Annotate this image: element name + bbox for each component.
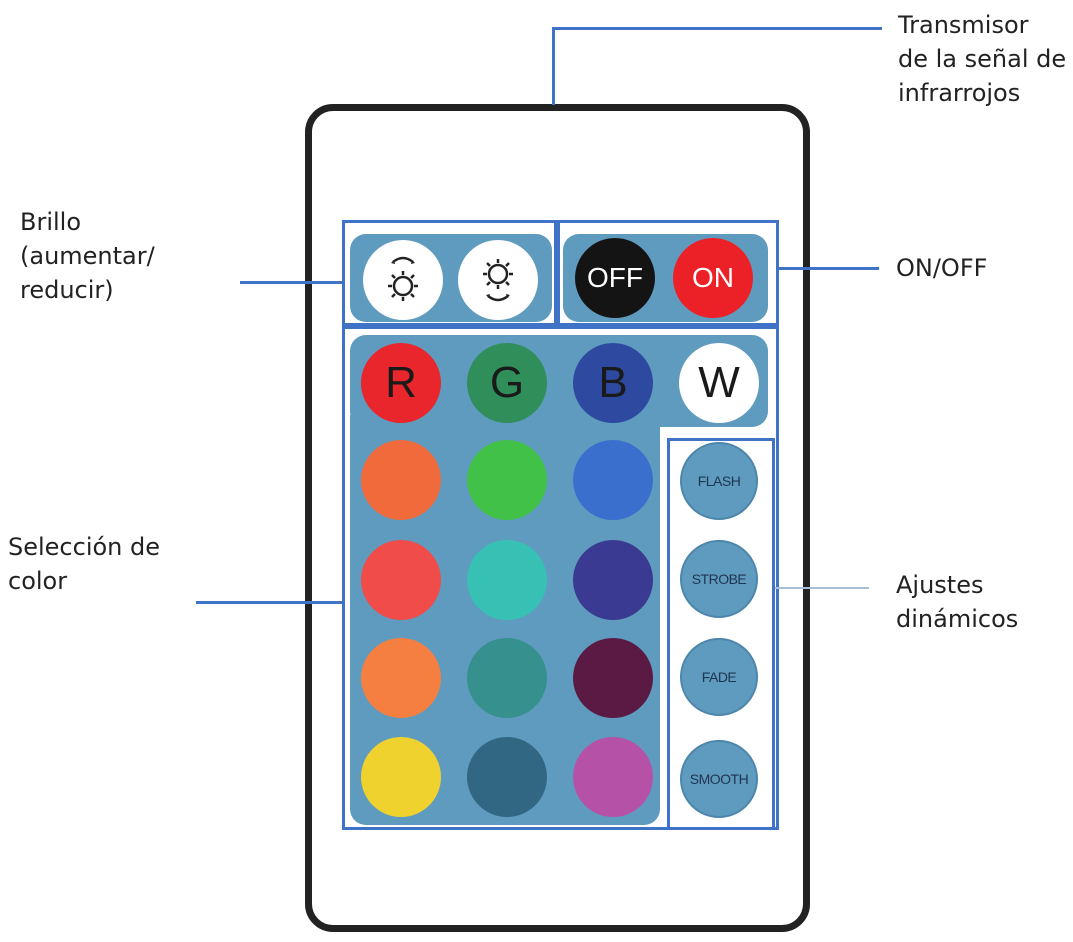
green-button-label: G xyxy=(489,358,525,407)
on-button[interactable]: ON xyxy=(673,238,753,318)
power-outline xyxy=(557,220,779,326)
ir-transmitter-line-3: infrarrojos xyxy=(898,79,1021,107)
color-button-r4c2[interactable] xyxy=(467,737,547,817)
color-selection-callout: Selección de color xyxy=(8,530,160,598)
color-button-r4c3[interactable] xyxy=(573,737,653,817)
off-button[interactable]: OFF xyxy=(575,238,655,318)
brightness-line-2: (aumentar/ xyxy=(20,242,155,270)
flash-button-label: FLASH xyxy=(697,473,741,489)
ir-transmitter-line-1: Transmisor xyxy=(898,11,1029,39)
off-button-label: OFF xyxy=(587,262,643,293)
on-button-label: ON xyxy=(692,262,734,293)
color-button-r2c3[interactable] xyxy=(573,540,653,620)
dynamic-settings-leader xyxy=(775,587,869,589)
brightness-outline xyxy=(342,220,557,326)
fade-button[interactable]: FADE xyxy=(680,638,758,716)
color-button-r3c3[interactable] xyxy=(573,638,653,718)
brightness-down-button[interactable] xyxy=(458,240,538,320)
dynamic-settings-line-1: Ajustes xyxy=(896,571,984,599)
red-button-label: R xyxy=(385,358,417,407)
smooth-button-label: SMOOTH xyxy=(689,771,749,787)
strobe-button[interactable]: STROBE xyxy=(680,540,758,618)
color-selection-leader xyxy=(196,601,342,604)
dynamic-settings-callout: Ajustes dinámicos xyxy=(896,568,1018,636)
white-button-label: W xyxy=(698,358,740,407)
red-button[interactable]: R xyxy=(361,343,441,423)
brightness-up-icon xyxy=(388,256,418,301)
fade-button-label: FADE xyxy=(701,669,737,685)
brightness-leader xyxy=(240,281,342,284)
color-button-r3c2[interactable] xyxy=(467,638,547,718)
power-callout: ON/OFF xyxy=(896,251,987,285)
ir-leader-vertical xyxy=(552,27,555,105)
brightness-down-icon xyxy=(483,259,513,302)
brightness-line-3: reducir) xyxy=(20,276,114,304)
color-selection-line-2: color xyxy=(8,567,68,595)
color-button-r1c3[interactable] xyxy=(573,440,653,520)
brightness-line-1: Brillo xyxy=(20,208,82,236)
color-button-r3c1[interactable] xyxy=(361,638,441,718)
ir-leader-horizontal xyxy=(552,27,882,30)
ir-transmitter-line-2: de la señal de xyxy=(898,45,1067,73)
color-button-r1c1[interactable] xyxy=(361,440,441,520)
power-line-1: ON/OFF xyxy=(896,254,988,282)
ir-transmitter-callout: Transmisor de la señal de infrarrojos xyxy=(898,8,1066,110)
brightness-callout: Brillo (aumentar/ reducir) xyxy=(20,205,155,307)
color-button-r2c1[interactable] xyxy=(361,540,441,620)
blue-button-label: B xyxy=(598,358,628,407)
strobe-button-label: STROBE xyxy=(691,571,747,587)
color-selection-outline xyxy=(342,326,779,830)
smooth-button[interactable]: SMOOTH xyxy=(680,740,758,818)
brightness-up-button[interactable] xyxy=(363,240,443,320)
white-button[interactable]: W xyxy=(679,343,759,423)
flash-button[interactable]: FLASH xyxy=(680,442,758,520)
color-button-r2c2[interactable] xyxy=(467,540,547,620)
power-leader xyxy=(779,267,879,270)
dynamic-settings-line-2: dinámicos xyxy=(896,605,1019,633)
color-selection-line-1: Selección de xyxy=(8,533,161,561)
blue-button[interactable]: B xyxy=(573,343,653,423)
green-button[interactable]: G xyxy=(467,343,547,423)
color-button-r4c1[interactable] xyxy=(361,737,441,817)
color-button-r1c2[interactable] xyxy=(467,440,547,520)
